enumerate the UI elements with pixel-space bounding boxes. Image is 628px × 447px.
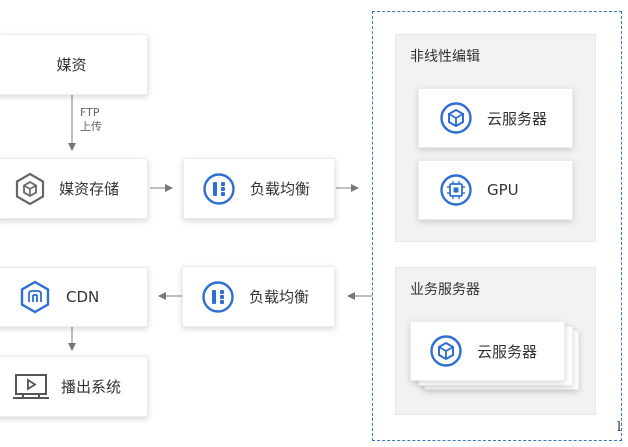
load-balancer-icon xyxy=(202,280,234,313)
business-server-panel: 业务服务器 云服务器 xyxy=(395,267,596,415)
cloud-server-group-label: 云服务器 xyxy=(477,342,538,361)
edge-mark: l xyxy=(617,420,622,435)
playout-label: 播出系统 xyxy=(61,378,122,396)
ftp-upload-label: FTP 上传 xyxy=(80,106,102,133)
media-storage-label: 媒资存储 xyxy=(59,180,120,198)
cdn-node[interactable]: CDN xyxy=(0,267,148,327)
cloud-server-icon xyxy=(440,102,472,134)
cloud-server-group-node[interactable]: 云服务器 xyxy=(410,321,565,381)
cloud-server-node[interactable]: 云服务器 xyxy=(418,88,573,148)
gpu-chip-icon xyxy=(440,174,472,206)
cloud-server-icon xyxy=(430,335,462,367)
load-balancer-top-label: 负载均衡 xyxy=(250,180,311,198)
load-balancer-icon xyxy=(203,172,235,205)
cube-hexagon-icon xyxy=(15,172,45,205)
cdn-label: CDN xyxy=(66,288,100,306)
monitor-play-icon xyxy=(13,373,49,399)
media-storage-node[interactable]: 媒资存储 xyxy=(0,158,148,219)
cluster-boundary xyxy=(372,11,622,441)
gpu-node[interactable]: GPU xyxy=(418,160,573,220)
media-label: 媒资 xyxy=(56,56,87,74)
load-balancer-bottom-node[interactable]: 负载均衡 xyxy=(182,266,335,327)
load-balancer-top-node[interactable]: 负载均衡 xyxy=(183,158,335,219)
load-balancer-bottom-label: 负载均衡 xyxy=(249,288,310,306)
nonlinear-editing-title: 非线性编辑 xyxy=(410,49,480,65)
media-node[interactable]: 媒资 xyxy=(0,34,148,95)
cdn-icon xyxy=(20,280,50,314)
cloud-server-label: 云服务器 xyxy=(487,109,548,128)
gpu-label: GPU xyxy=(487,181,519,199)
business-server-title: 业务服务器 xyxy=(410,282,480,298)
nonlinear-editing-panel: 非线性编辑 云服务器 GPU xyxy=(395,34,596,242)
playout-node[interactable]: 播出系统 xyxy=(0,356,148,417)
